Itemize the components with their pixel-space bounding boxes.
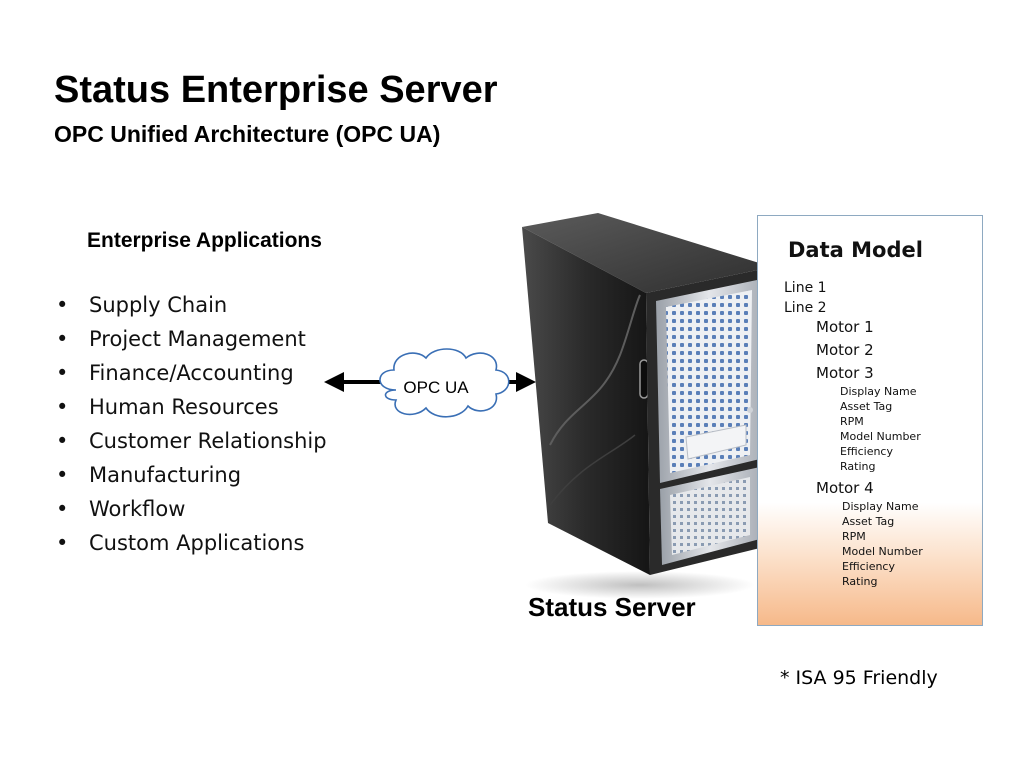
list-item-label: Manufacturing (89, 463, 242, 487)
data-model-panel: Data Model Line 1 Line 2 Motor 1 Motor 2… (757, 215, 983, 626)
server-label: Status Server (528, 592, 696, 622)
list-item-label: Custom Applications (89, 531, 305, 555)
bullet-icon: • (56, 395, 69, 419)
data-model-motor: Motor 1 (816, 318, 874, 336)
list-item: • Manufacturing (56, 458, 327, 492)
list-item-label: Supply Chain (89, 293, 228, 317)
list-item: • Finance/Accounting (56, 356, 327, 390)
data-model-property: Model Number (840, 430, 921, 443)
data-model-property: Display Name (840, 385, 917, 398)
enterprise-apps-heading: Enterprise Applications (87, 229, 322, 252)
data-model-motor: Motor 2 (816, 341, 874, 359)
data-model-property: Asset Tag (840, 400, 893, 413)
bullet-icon: • (56, 293, 69, 317)
list-item: • Workflow (56, 492, 327, 526)
data-model-property: Rating (842, 575, 878, 588)
list-item-label: Project Management (89, 327, 306, 351)
footnote: * ISA 95 Friendly (780, 667, 938, 689)
bullet-icon: • (56, 531, 69, 555)
data-model-property: Asset Tag (842, 515, 895, 528)
data-model-property: Rating (840, 460, 876, 473)
bullet-icon: • (56, 361, 69, 385)
opc-ua-connector (324, 348, 536, 418)
list-item: • Customer Relationship (56, 424, 327, 458)
data-model-property: Efficiency (840, 445, 893, 458)
cloud-icon (379, 348, 510, 418)
data-model-motor: Motor 3 (816, 364, 874, 382)
bullet-icon: • (56, 497, 69, 521)
server-tower-icon (522, 213, 760, 599)
list-item: • Human Resources (56, 390, 327, 424)
list-item-label: Customer Relationship (89, 429, 327, 453)
opc-ua-label: OPC UA (403, 378, 469, 397)
bullet-icon: • (56, 327, 69, 351)
data-model-property: Model Number (842, 545, 923, 558)
bullet-icon: • (56, 429, 69, 453)
data-model-property: RPM (842, 530, 866, 543)
bullet-icon: • (56, 463, 69, 487)
data-model-title: Data Model (788, 238, 923, 262)
list-item: • Supply Chain (56, 288, 327, 322)
data-model-property: Efficiency (842, 560, 895, 573)
page-subtitle: OPC Unified Architecture (OPC UA) (54, 121, 441, 147)
data-model-property: Display Name (842, 500, 919, 513)
list-item: • Project Management (56, 322, 327, 356)
list-item: • Custom Applications (56, 526, 327, 560)
page-title: Status Enterprise Server (54, 69, 498, 111)
data-model-line: Line 2 (784, 300, 827, 316)
enterprise-apps-list: • Supply Chain • Project Management • Finan… (56, 288, 327, 560)
list-item-label: Human Resources (89, 395, 279, 419)
list-item-label: Finance/Accounting (89, 361, 294, 385)
data-model-property: RPM (840, 415, 864, 428)
data-model-line: Line 1 (784, 280, 827, 296)
data-model-motor: Motor 4 (816, 479, 874, 497)
list-item-label: Workflow (89, 497, 186, 521)
